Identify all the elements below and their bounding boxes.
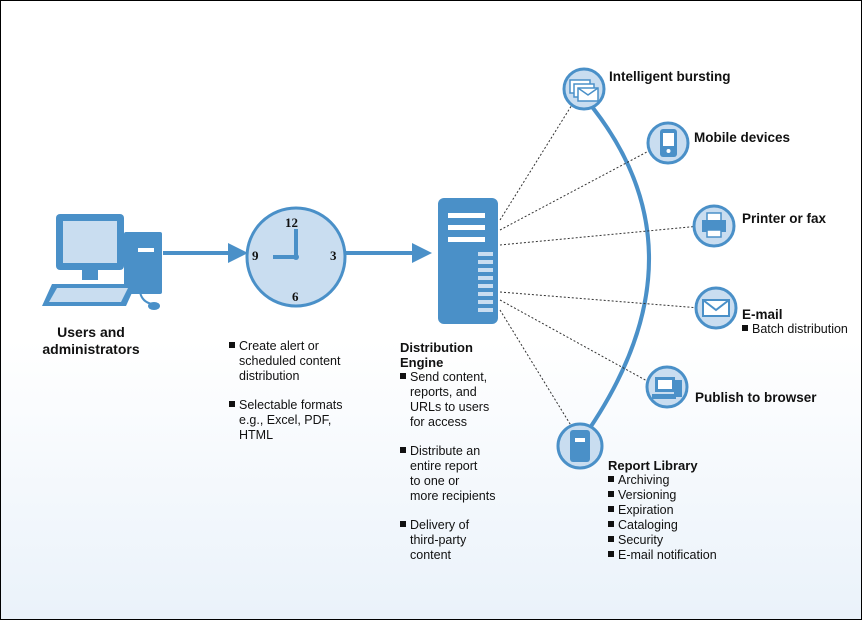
- library-item: E-mail notification: [608, 548, 717, 563]
- library-items: Archiving Versioning Expiration Catalogi…: [608, 473, 717, 563]
- printer-icon: [692, 204, 736, 248]
- clock-note: Selectable formats e.g., Excel, PDF, HTM…: [229, 398, 369, 443]
- clock-note: Create alert or scheduled content distri…: [229, 339, 369, 384]
- engine-note: Distribute an entire report to one or mo…: [400, 444, 520, 504]
- clock-icon: [245, 206, 347, 308]
- envelope-icon: [694, 286, 738, 330]
- library-item-text: Cataloging: [618, 518, 678, 532]
- connector-lines: [499, 99, 701, 433]
- note-line: Delivery of: [410, 518, 470, 532]
- library-item-text: Expiration: [618, 503, 674, 517]
- mobile-label: Mobile devices: [694, 130, 791, 145]
- note-line: scheduled content: [239, 354, 341, 368]
- note-line: Selectable formats: [239, 398, 343, 412]
- clock-number-6: 6: [292, 289, 299, 304]
- note-line: HTML: [239, 428, 274, 442]
- library-block: Report Library Archiving Versioning Expi…: [608, 458, 717, 563]
- engine-title-line: Distribution: [400, 340, 473, 355]
- clock-number-12: 12: [285, 215, 298, 230]
- note-line: e.g., Excel, PDF,: [239, 413, 332, 427]
- note-line: entire report: [410, 459, 478, 473]
- library-item-text: Versioning: [618, 488, 677, 502]
- note-line: Create alert or: [239, 339, 319, 353]
- clock-number-9: 9: [252, 248, 259, 263]
- library-item: Versioning: [608, 488, 717, 503]
- library-label: Report Library: [608, 458, 698, 473]
- note-line: to one or: [410, 474, 460, 488]
- library-item-text: E-mail notification: [618, 548, 717, 562]
- envelopes-icon: [562, 67, 606, 111]
- library-item-text: Archiving: [618, 473, 670, 487]
- engine-notes: Send content, reports, and URLs to users…: [400, 370, 520, 563]
- engine-note: Delivery of third-party content: [400, 518, 520, 563]
- library-item-text: Security: [618, 533, 664, 547]
- engine-note: Send content, reports, and URLs to users…: [400, 370, 520, 430]
- users-label: Users and administrators: [30, 324, 152, 358]
- users-label-line: administrators: [42, 341, 140, 357]
- computer-icon: [42, 214, 162, 310]
- engine-title: Distribution Engine: [400, 340, 520, 370]
- email-sub: Batch distribution: [742, 322, 848, 337]
- browser-label: Publish to browser: [695, 390, 817, 405]
- mobile-device-icon: [646, 121, 690, 165]
- browser-icon: [645, 365, 689, 409]
- email-sub-text: Batch distribution: [752, 322, 848, 336]
- note-line: Send content,: [410, 370, 488, 384]
- note-line: reports, and: [410, 385, 477, 399]
- report-library-icon: [556, 422, 604, 470]
- printer-label: Printer or fax: [742, 211, 827, 226]
- bursting-label: Intelligent bursting: [609, 69, 731, 84]
- note-line: for access: [410, 415, 467, 429]
- note-line: third-party: [410, 533, 467, 547]
- engine-block: Distribution Engine Send content, report…: [400, 340, 520, 577]
- note-line: Distribute an: [410, 444, 481, 458]
- server-icon: [438, 198, 498, 324]
- output-arc: [576, 88, 651, 447]
- library-item: Cataloging: [608, 518, 717, 533]
- engine-title-line: Engine: [400, 355, 444, 370]
- clock-notes: Create alert or scheduled content distri…: [229, 339, 369, 457]
- note-line: content: [410, 548, 452, 562]
- library-item: Security: [608, 533, 717, 548]
- note-line: distribution: [239, 369, 300, 383]
- email-label: E-mail: [742, 307, 783, 322]
- library-item: Archiving: [608, 473, 717, 488]
- users-label-line: Users and: [57, 324, 125, 340]
- note-line: more recipients: [410, 489, 496, 503]
- library-item: Expiration: [608, 503, 717, 518]
- note-line: URLs to users: [410, 400, 490, 414]
- clock-number-3: 3: [330, 248, 337, 263]
